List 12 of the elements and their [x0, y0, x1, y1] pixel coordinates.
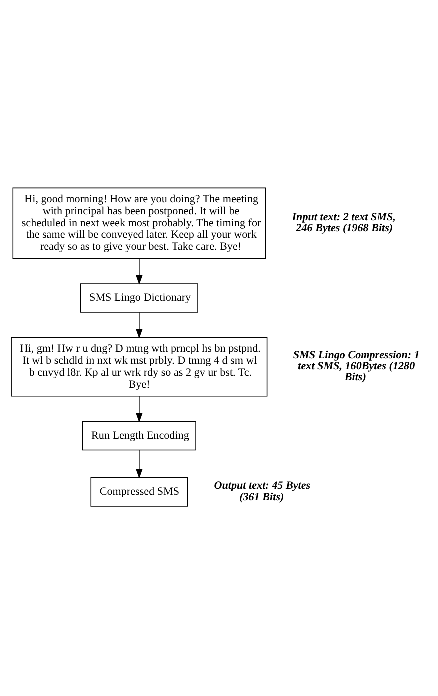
arrow	[136, 258, 143, 284]
node-label: SMS Lingo Compression: 1 text SMS, 160Bytes (1280 Bits)	[293, 349, 420, 384]
arrow	[136, 449, 143, 478]
node-box: Run Length Encoding	[82, 420, 196, 450]
node-label: Input text: 2 text SMS, 246 Bytes (1968 Bits)	[292, 210, 396, 234]
node-label: Output text: 45 Bytes (361 Bits)	[214, 480, 311, 503]
node-box: Compressed SMS	[90, 477, 188, 506]
node-box: Hi, gm! Hw r u dng? D mtng wth prncpl hs bn pstpnd. It wl b schdld in nxt wk mst prbly. D tmng 4 d sm wl b cnvyd l8r. Kp al ur wrk rdy so as 2 gv ur bst. Tc. Bye!	[11, 336, 268, 396]
node-box: Hi, good morning! How are you doing? The meeting with principal has been postponed. It will be scheduled in next week most probably. The timing for the same will be conveyed later. Keep all your work ready so as to give your best. Take care. Bye!	[12, 187, 266, 259]
node-box: SMS Lingo Dictionary	[80, 283, 198, 312]
arrow	[136, 396, 143, 422]
arrow	[136, 312, 143, 338]
